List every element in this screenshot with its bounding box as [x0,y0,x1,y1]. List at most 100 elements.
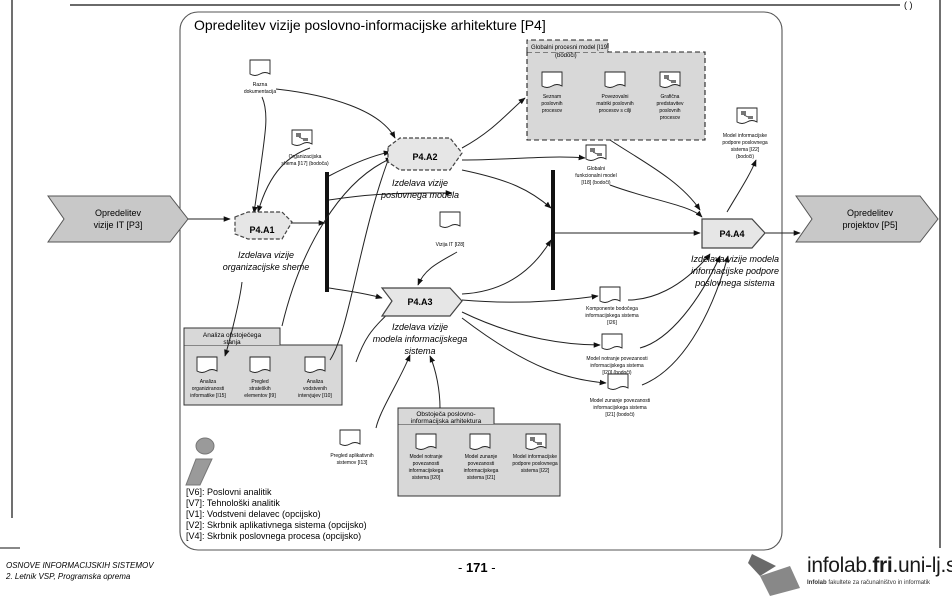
svg-text:poslovnih: poslovnih [659,108,680,114]
svg-text:[I21] (bodoči): [I21] (bodoči) [605,412,635,418]
page-number-value: 171 [465,560,488,575]
group-global-item-2: Povezovalni matriki poslovnih procesov s… [596,71,634,114]
svg-text:elementov [I9]: elementov [I9] [244,393,276,399]
diagram-title: Opredelitev vizije poslovno-informacijsk… [194,17,546,33]
group-global-tab [526,39,609,52]
svg-text:strateških: strateških [249,386,271,392]
svg-text:sistema [I21]: sistema [I21] [467,475,496,481]
process-output-line2: projektov [P5] [842,220,897,230]
svg-text:Analiza: Analiza [307,379,324,385]
svg-text:Pregled: Pregled [251,379,268,385]
activity-a4[interactable]: P4.A4 Izdelava vizije modela informacijs… [691,218,779,288]
activity-a4-l3: poslovnega sistema [694,278,775,288]
svg-text:Model notranje povezanosti: Model notranje povezanosti [586,356,647,362]
logo-brand: infolab.fri.uni-lj.s [807,554,952,578]
group-obstojeca-tab [397,407,495,424]
svg-text:informacijskega: informacijskega [409,468,444,474]
process-frame [179,11,783,551]
svg-text:Pregled aplikativnih: Pregled aplikativnih [330,453,374,459]
svg-text:vodstvenih: vodstvenih [303,386,327,392]
svg-text:procesov: procesov [542,108,563,114]
doc-model-zunanje-povezanosti: Model zunanje povezanosti informacijskeg… [590,373,651,418]
svg-text:Vizija IT [I28]: Vizija IT [I28] [436,242,465,248]
doc-model-notranje-povezanosti: Model notranje povezanosti informacijske… [586,333,648,376]
process-input-line2: vizije IT [P3] [94,220,143,230]
sync-bar-1 [325,172,329,292]
role-5: [V4]: Skrbnik poslovnega procesa (opcijs… [186,531,361,541]
group-obstojeca-title1: Obstoječa poslovno- [416,411,475,418]
activity-a3-l3: sistema [404,346,435,356]
svg-text:dokumentacija: dokumentacija [244,89,276,95]
doc-globalni-funkcionalni-model: Globalni funkcionalni model [I18] (bodoč… [575,144,617,186]
activity-a3-l1: Izdelava vizije [392,322,448,332]
svg-text:Razna: Razna [253,82,268,88]
footer-course-line1: OSNOVE INFORMACIJSKIH SISTEMOV [6,561,154,570]
activity-a2[interactable]: P4.A2 Izdelava vizije poslovnega modela [380,137,463,200]
roles-list: [V6]: Poslovni analitik [V7]: Tehnološki… [186,487,367,541]
svg-text:Organizacijska: Organizacijska [289,154,322,160]
svg-text:Model zunanje povezanosti: Model zunanje povezanosti [590,398,651,404]
activity-a4-l2: informacijske podpore [691,266,779,276]
process-input-shape [47,195,189,243]
group-global-item-3: Grafična predstavitev poslovnih procesov [657,71,684,121]
group-analiza-tab [183,327,281,345]
svg-text:shema [I17] (bodoča): shema [I17] (bodoča) [281,161,329,167]
svg-text:povezanosti: povezanosti [468,461,495,467]
svg-text:[I18] (bodoči): [I18] (bodoči) [581,180,611,186]
svg-text:organiziranosti: organiziranosti [192,386,225,392]
activity-a1[interactable]: P4.A1 Izdelava vizije organizacijske she… [223,211,310,272]
svg-text:funkcionalni model: funkcionalni model [575,173,616,179]
svg-text:sistema [I20]: sistema [I20] [412,475,441,481]
group-analiza-item-3: Analiza vodstvenih intervjujev [I10] [298,356,332,399]
svg-text:matriki poslovnih: matriki poslovnih [596,101,633,107]
page-prefix: - [458,560,466,575]
svg-text:[I26]: [I26] [607,320,617,326]
connectors [188,88,801,429]
logo-sub: Infolab fakultete za računalništvo in in… [807,580,930,586]
doc-razna-dokumentacija: Razna dokumentacija [244,59,276,95]
svg-text:Globalni: Globalni [587,166,605,172]
activity-a1-id: P4.A1 [249,225,274,235]
activity-a1-l2: organizacijske sheme [223,262,310,272]
svg-text:Grafična: Grafična [661,94,680,100]
svg-text:informacijskega sistema: informacijskega sistema [585,313,639,319]
svg-text:sistema [I22]: sistema [I22] [521,468,550,474]
sync-bar-2 [551,170,555,290]
svg-text:Model zunanje: Model zunanje [465,454,498,460]
doc-pregled-aplikativnih-sistemov: Pregled aplikativnih sistemov [I13] [330,429,374,466]
logo-mark [748,554,800,596]
logo-sub-b: fakultete za računalništvo in informatik [826,580,931,586]
role-4: [V2]: Skrbnik aplikativnega sistema (opc… [186,520,367,530]
activity-a3[interactable]: P4.A3 Izdelava vizije modela informacijs… [373,287,468,356]
top-glyph: ( ) [904,0,913,10]
group-analiza [183,344,343,406]
group-obstojeca-item-2: Model zunanje povezanosti informacijskeg… [464,433,499,481]
svg-text:[I20] (bodoči): [I20] (bodoči) [602,370,632,376]
process-output-line1: Opredelitev [847,208,894,218]
svg-text:Seznam: Seznam [543,94,561,100]
svg-text:Model informacijske: Model informacijske [513,454,557,460]
activity-a2-id: P4.A2 [412,152,437,162]
role-2: [V7]: Tehnološki analitik [186,498,280,508]
activity-a1-l1: Izdelava vizije [238,250,294,260]
group-global-process-model [526,51,706,141]
svg-text:informatike [I15]: informatike [I15] [190,393,226,399]
page-suffix: - [487,560,496,575]
logo-sub-a: Infolab [807,580,827,586]
doc-komponente: Komponente bodočega informacijskega sist… [585,286,639,326]
svg-text:povezanosti: povezanosti [413,461,440,467]
doc-model-informacijske-podpore: Model informacijske podpore poslovnega s… [722,107,768,160]
group-global-title2: (bodoči) [555,53,577,59]
page-number: - 171 - [458,560,496,575]
svg-text:predstavitev: predstavitev [657,101,684,107]
svg-text:informacijskega: informacijskega [464,468,499,474]
group-obstojeca-item-3: Model informacijske podpore poslovnega s… [512,433,558,474]
group-analiza-item-1: Analiza organiziranosti informatike [I15… [190,356,226,399]
svg-text:intervjujev [I10]: intervjujev [I10] [298,393,332,399]
doc-vizija-it: Vizija IT [I28] [436,211,465,248]
svg-text:Analiza: Analiza [200,379,217,385]
svg-text:sistema [I22]: sistema [I22] [731,147,760,153]
footer-course: OSNOVE INFORMACIJSKIH SISTEMOV 2. Letnik… [6,560,154,582]
svg-text:Model notranje: Model notranje [409,454,442,460]
